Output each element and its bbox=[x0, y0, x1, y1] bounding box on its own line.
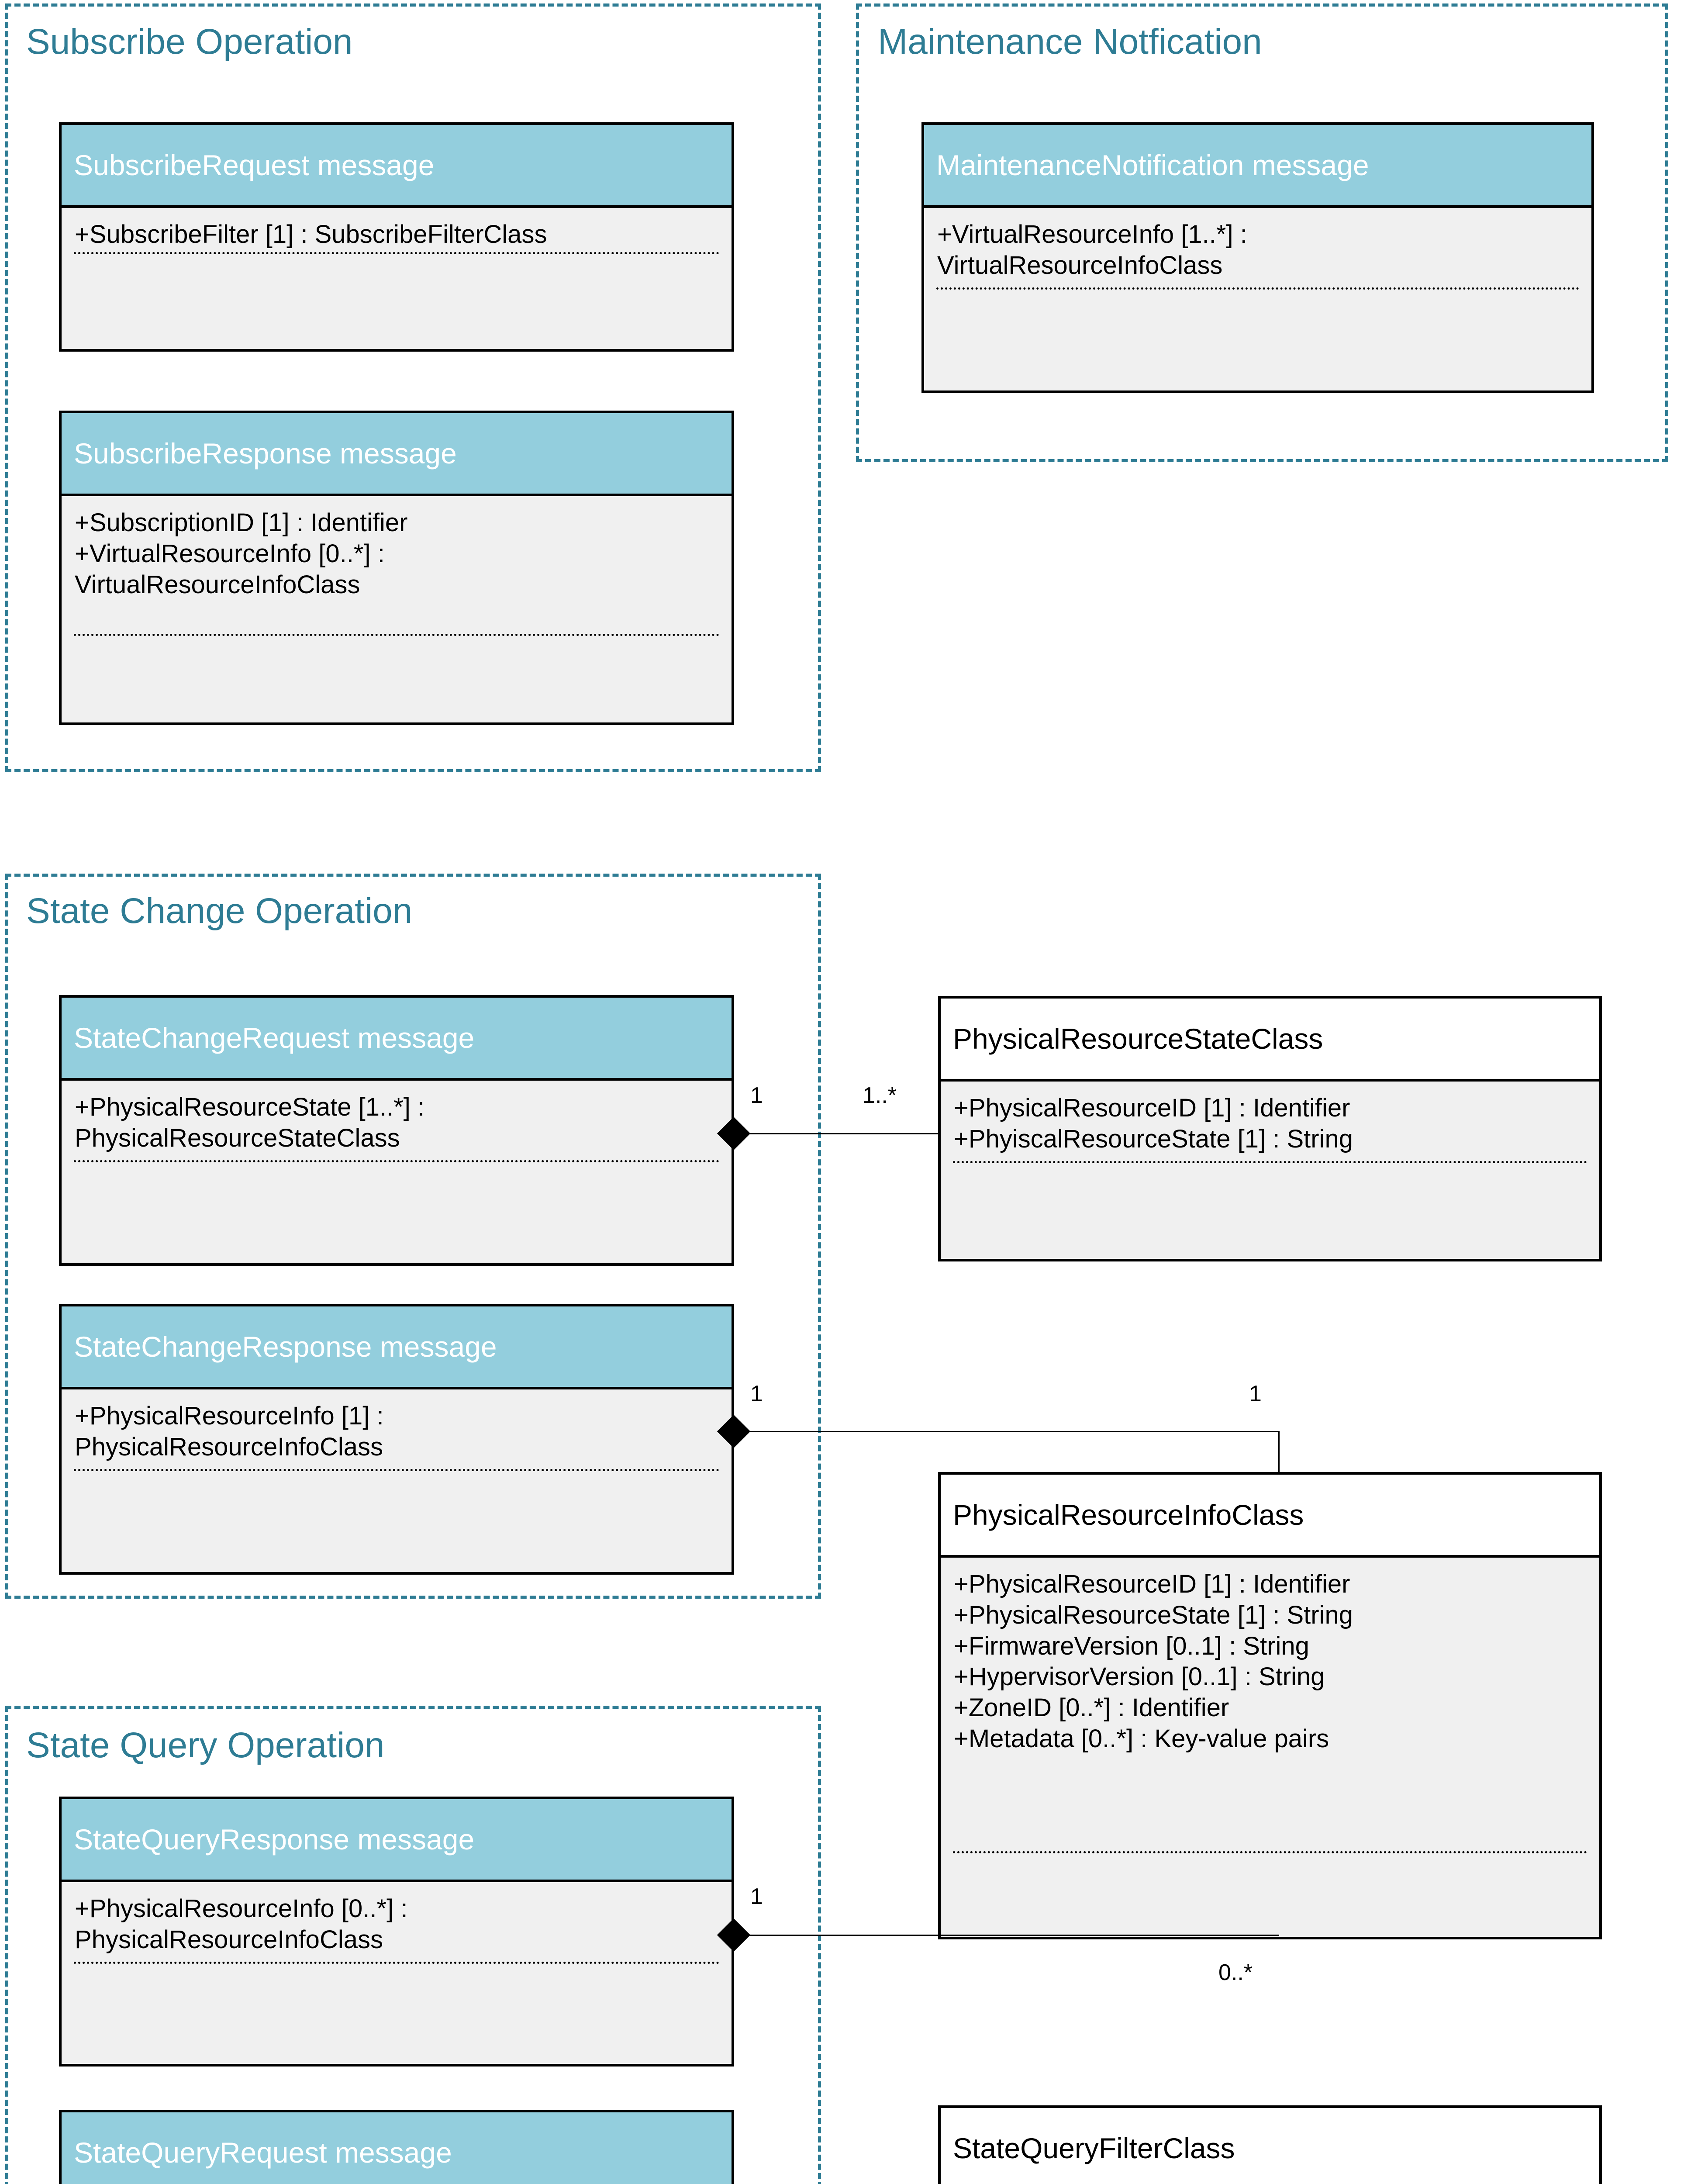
compartment-separator bbox=[936, 287, 1579, 290]
attr-row: +VirtualResourceInfo [1..*] : VirtualRes… bbox=[937, 220, 1247, 280]
multiplicity-target-physical-resource-info-top: 1 bbox=[1249, 1381, 1262, 1406]
box-header-state-query-response: StateQueryResponse message bbox=[62, 1799, 732, 1882]
attr-row: +Metadata [0..*] : Key-value pairs bbox=[954, 1724, 1329, 1753]
compartment-separator bbox=[74, 1469, 719, 1471]
box-header-subscribe-response: SubscribeResponse message bbox=[62, 413, 732, 496]
box-state-query-filter-class: StateQueryFilterClass +PhysicalResourceI… bbox=[938, 2105, 1602, 2184]
box-attrs-subscribe-response: +SubscriptionID [1] : Identifier +Virtua… bbox=[62, 496, 732, 600]
attr-row: +PhysicalResourceID [1] : Identifier bbox=[954, 1570, 1350, 1598]
box-attrs-subscribe-request: +SubscribeFilter [1] : SubscribeFilterCl… bbox=[62, 208, 732, 250]
panel-title-subscribe-operation: Subscribe Operation bbox=[26, 22, 353, 62]
attr-row: +PhysicalResourceState [1] : String bbox=[954, 1600, 1353, 1629]
panel-state-query-operation bbox=[5, 1706, 821, 2184]
box-physical-resource-info-class: PhysicalResourceInfoClass +PhysicalResou… bbox=[938, 1472, 1602, 1939]
panel-state-change-operation bbox=[5, 874, 821, 1599]
attr-row: +HypervisorVersion [0..1] : String bbox=[954, 1662, 1325, 1691]
panel-subscribe-operation bbox=[5, 3, 821, 772]
connector-state-change-response-h bbox=[745, 1431, 1279, 1432]
panel-maintenance-notification bbox=[856, 3, 1668, 462]
box-state-change-request: StateChangeRequest message +PhysicalReso… bbox=[59, 995, 734, 1266]
box-attrs-maintenance-notification: +VirtualResourceInfo [1..*] : VirtualRes… bbox=[924, 208, 1591, 281]
box-attrs-physical-resource-state-class: +PhysicalResourceID [1] : Identifier +Ph… bbox=[941, 1082, 1599, 1155]
multiplicity-source-state-change-request: 1 bbox=[750, 1083, 763, 1108]
box-header-subscribe-request: SubscribeRequest message bbox=[62, 125, 732, 208]
box-header-maintenance-notification: MaintenanceNotification message bbox=[924, 125, 1591, 208]
compartment-separator bbox=[953, 1851, 1587, 1853]
attr-row: +PhysicalResourceState [1..*] : Physical… bbox=[75, 1093, 425, 1152]
multiplicity-target-physical-resource-info-bottom: 0..* bbox=[1218, 1960, 1253, 1985]
multiplicity-target-physical-resource-state-class: 1..* bbox=[863, 1083, 897, 1108]
box-header-physical-resource-info-class: PhysicalResourceInfoClass bbox=[941, 1475, 1599, 1558]
attr-row: +SubscriptionID [1] : Identifier bbox=[75, 508, 408, 537]
attr-row: +PhyiscalResourceState [1] : String bbox=[954, 1124, 1353, 1153]
connector-state-change-request bbox=[745, 1133, 938, 1134]
attr-row: +PhysicalResourceInfo [0..*] : PhysicalR… bbox=[75, 1894, 408, 1954]
attr-row: +VirtualResourceInfo [0..*] : VirtualRes… bbox=[75, 539, 385, 599]
attr-row: +ZoneID [0..*] : Identifier bbox=[954, 1693, 1229, 1722]
box-header-state-change-response: StateChangeResponse message bbox=[62, 1306, 732, 1389]
compartment-separator bbox=[74, 252, 719, 254]
box-attrs-state-query-response: +PhysicalResourceInfo [0..*] : PhysicalR… bbox=[62, 1882, 732, 1956]
box-header-state-change-request: StateChangeRequest message bbox=[62, 998, 732, 1081]
box-state-change-response: StateChangeResponse message +PhysicalRes… bbox=[59, 1304, 734, 1575]
panel-title-state-query-operation: State Query Operation bbox=[26, 1725, 385, 1765]
box-subscribe-request: SubscribeRequest message +SubscribeFilte… bbox=[59, 122, 734, 352]
multiplicity-source-state-change-response: 1 bbox=[750, 1381, 763, 1406]
compartment-separator bbox=[74, 634, 719, 636]
compartment-separator bbox=[953, 1161, 1587, 1163]
multiplicity-source-state-query-response: 1 bbox=[750, 1884, 763, 1909]
connector-state-change-response-v bbox=[1278, 1431, 1280, 1473]
compartment-separator bbox=[74, 1962, 719, 1964]
box-attrs-state-change-request: +PhysicalResourceState [1..*] : Physical… bbox=[62, 1081, 732, 1154]
box-state-query-request: StateQueryRequest message StateQueryFilt… bbox=[59, 2110, 734, 2184]
box-subscribe-response: SubscribeResponse message +SubscriptionI… bbox=[59, 411, 734, 725]
panel-title-state-change-operation: State Change Operation bbox=[26, 891, 413, 931]
attr-row: +FirmwareVersion [0..1] : String bbox=[954, 1631, 1309, 1660]
box-header-state-query-request: StateQueryRequest message bbox=[62, 2112, 732, 2184]
box-attrs-state-change-response: +PhysicalResourceInfo [1] : PhysicalReso… bbox=[62, 1389, 732, 1463]
box-physical-resource-state-class: PhysicalResourceStateClass +PhysicalReso… bbox=[938, 996, 1602, 1261]
panel-title-maintenance-notification: Maintenance Notfication bbox=[878, 22, 1262, 62]
box-header-state-query-filter-class: StateQueryFilterClass bbox=[941, 2108, 1599, 2184]
attr-row: +SubscribeFilter [1] : SubscribeFilterCl… bbox=[75, 220, 547, 249]
attr-row: +PhysicalResourceID [1] : Identifier bbox=[954, 1094, 1350, 1122]
box-maintenance-notification: MaintenanceNotification message +Virtual… bbox=[921, 122, 1594, 393]
attr-row: +PhysicalResourceInfo [1] : PhysicalReso… bbox=[75, 1402, 384, 1461]
connector-state-query-response-h bbox=[745, 1935, 1279, 1936]
compartment-separator bbox=[74, 1160, 719, 1162]
box-attrs-physical-resource-info-class: +PhysicalResourceID [1] : Identifier +Ph… bbox=[941, 1558, 1599, 1755]
box-header-physical-resource-state-class: PhysicalResourceStateClass bbox=[941, 999, 1599, 1082]
box-state-query-response: StateQueryResponse message +PhysicalReso… bbox=[59, 1797, 734, 2067]
